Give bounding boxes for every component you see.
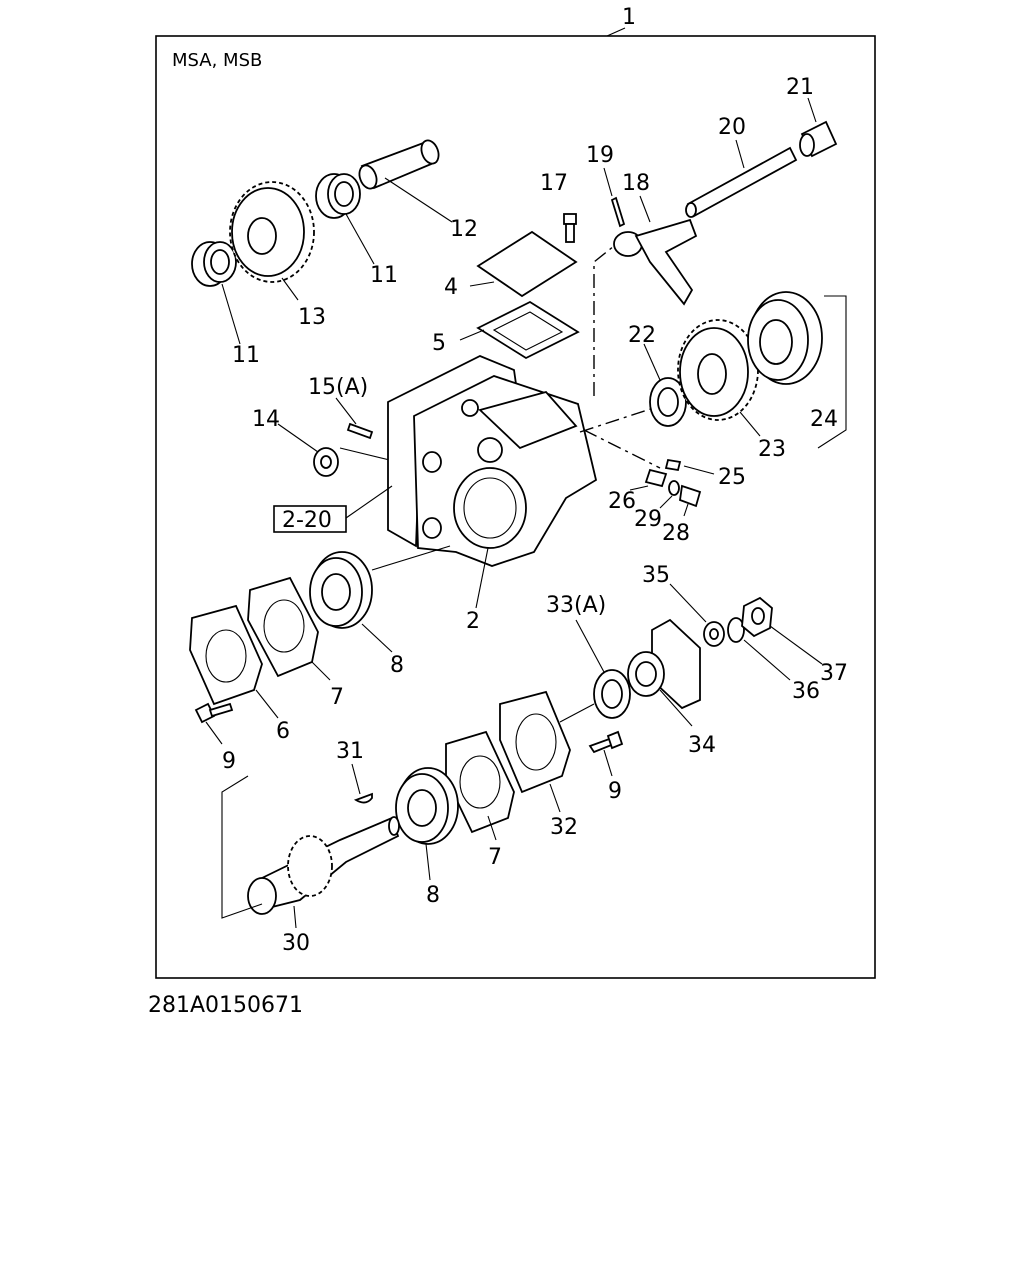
- svg-text:21: 21: [786, 75, 814, 100]
- svg-text:15(A): 15(A): [308, 375, 368, 400]
- svg-text:2-20: 2-20: [282, 508, 332, 533]
- svg-text:13: 13: [298, 305, 326, 330]
- svg-text:29: 29: [634, 507, 662, 532]
- svg-text:23: 23: [758, 437, 786, 462]
- part-13-gear: 13: [229, 181, 326, 330]
- svg-text:5: 5: [432, 331, 446, 356]
- part-28-plug: 28: [662, 484, 702, 546]
- svg-text:7: 7: [488, 845, 502, 870]
- part-7-gasket-lower: 7: [445, 730, 515, 870]
- part-4-cover: 4: [444, 230, 578, 300]
- part-32-cover: 32: [499, 690, 578, 840]
- part-8-ball-bearing-lower: 8: [395, 767, 459, 908]
- assembly-axis-screw: [583, 429, 661, 469]
- svg-text:33(A): 33(A): [546, 593, 606, 618]
- svg-text:30: 30: [282, 931, 310, 956]
- svg-text:9: 9: [222, 749, 236, 774]
- svg-text:1: 1: [622, 5, 636, 30]
- drawing-number: 281A0150671: [148, 993, 303, 1018]
- part-23-helical-gear: 23: [677, 319, 786, 462]
- svg-text:22: 22: [628, 323, 656, 348]
- svg-text:18: 18: [622, 171, 650, 196]
- part-22-race: 22: [628, 323, 687, 427]
- svg-text:24: 24: [810, 407, 838, 432]
- part-34-flange-yoke: 34: [627, 618, 716, 758]
- callout-1: 1: [606, 5, 636, 37]
- svg-text:6: 6: [276, 719, 290, 744]
- svg-text:35: 35: [642, 563, 670, 588]
- svg-text:8: 8: [426, 883, 440, 908]
- model-label: MSA, MSB: [172, 50, 262, 71]
- part-12-shaft: 12: [358, 139, 478, 242]
- part-17-bolt: 17: [540, 171, 577, 243]
- svg-text:19: 19: [586, 143, 614, 168]
- part-26-spring: 26: [608, 468, 668, 514]
- part-29-washer: 29: [634, 480, 680, 532]
- svg-text:37: 37: [820, 661, 848, 686]
- part-36-snap-ring: 36: [727, 617, 820, 704]
- svg-text:9: 9: [608, 779, 622, 804]
- svg-text:36: 36: [792, 679, 820, 704]
- part-9-bolt-left: 9: [194, 702, 236, 774]
- part-18-shift-fork: 18: [613, 171, 698, 306]
- part-8-ball-bearing-upper: 8: [309, 545, 451, 678]
- part-11-needle-bearing-lower: 11: [191, 241, 260, 368]
- part-30-pinion-shaft: 30: [247, 816, 400, 956]
- assembly-axis-gear: [579, 401, 673, 433]
- svg-text:31: 31: [336, 739, 364, 764]
- svg-text:32: 32: [550, 815, 578, 840]
- part-7-gasket-upper: 7: [247, 576, 344, 710]
- part-24-sleeve: 24: [747, 291, 847, 449]
- assembly-axis-fork: [593, 245, 615, 396]
- part-37-nut: 37: [741, 596, 848, 686]
- part-15a-pin: 15(A): [308, 375, 374, 440]
- svg-text:4: 4: [444, 275, 458, 300]
- svg-text:8: 8: [390, 653, 404, 678]
- svg-text:26: 26: [608, 489, 636, 514]
- svg-text:14: 14: [252, 407, 280, 432]
- diagram-frame: [155, 35, 876, 979]
- part-31-key: 31: [336, 739, 373, 804]
- svg-text:2: 2: [466, 609, 480, 634]
- reference-box-2-20[interactable]: 2-20: [273, 485, 393, 533]
- svg-text:34: 34: [688, 733, 716, 758]
- part-2-housing: 2: [387, 355, 598, 634]
- svg-text:25: 25: [718, 465, 746, 490]
- part-14-seal: 14: [252, 407, 399, 477]
- svg-text:11: 11: [370, 263, 398, 288]
- part-19-pin: 19: [586, 143, 626, 228]
- part-20-shift-rod: 20: [685, 115, 798, 218]
- svg-text:20: 20: [718, 115, 746, 140]
- part-25-pin: 25: [664, 458, 746, 490]
- part-33a-oil-seal: 33(A): [546, 593, 631, 723]
- part-5-gasket: 5: [432, 300, 580, 360]
- svg-text:17: 17: [540, 171, 568, 196]
- group-bracket-left: [221, 775, 263, 919]
- svg-text:12: 12: [450, 217, 478, 242]
- svg-text:7: 7: [330, 685, 344, 710]
- part-11-needle-bearing-upper: 11: [315, 173, 398, 288]
- svg-text:11: 11: [232, 343, 260, 368]
- part-9-bolt-right: 9: [588, 730, 624, 804]
- svg-text:28: 28: [662, 521, 690, 546]
- part-6-flange: 6: [189, 604, 290, 744]
- part-21-bushing: 21: [786, 75, 838, 158]
- part-35-washer: 35: [642, 563, 725, 647]
